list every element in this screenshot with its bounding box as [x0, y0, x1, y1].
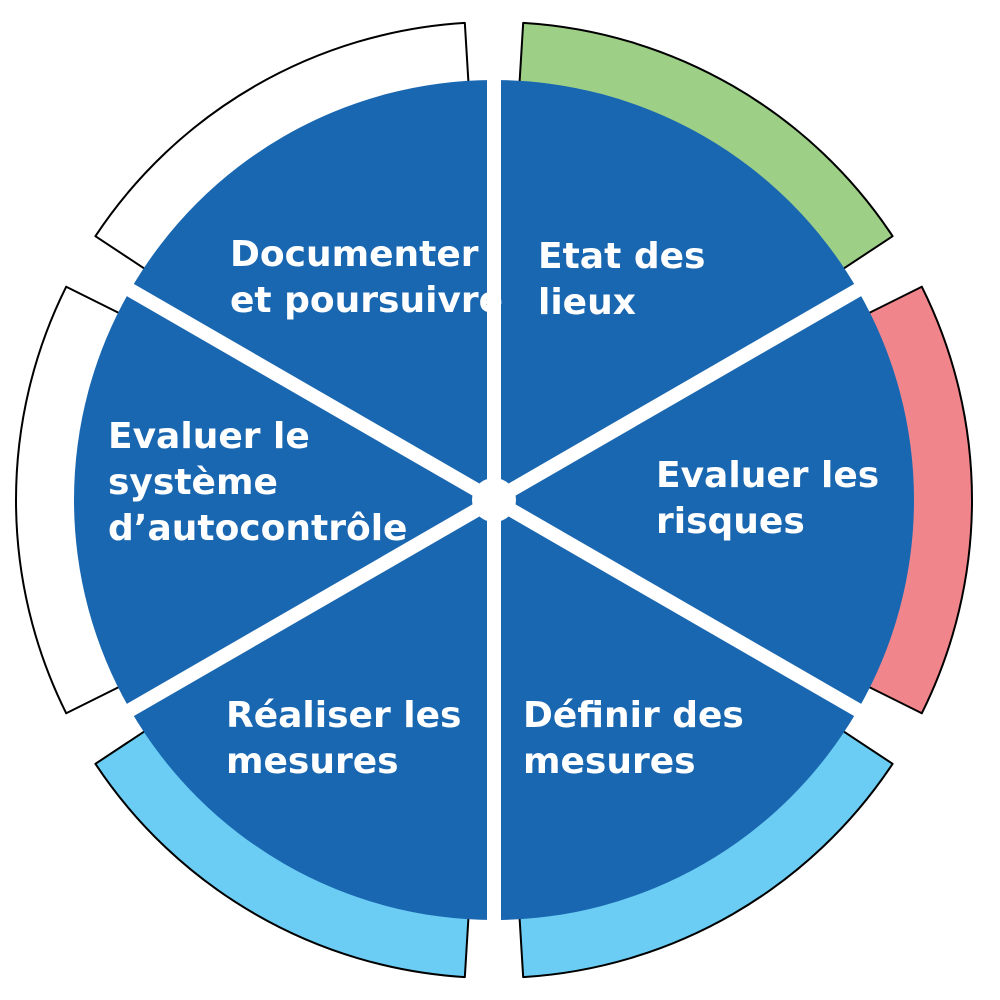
label-evaluer-systeme: Evaluer le système d’autocontrôle [108, 416, 407, 549]
sector-definir [494, 500, 858, 920]
sector-risques [494, 290, 914, 710]
separator-4 [50, 493, 498, 761]
sector-realiser [130, 500, 494, 920]
sector-evaluer-systeme [74, 290, 494, 710]
separator-2 [490, 493, 938, 761]
label-etat: Etat des lieux [538, 236, 718, 323]
label-risques: Evaluer les risques [656, 455, 892, 542]
label-documenter: Documenter et poursuivre [230, 234, 503, 321]
sector-documenter [130, 80, 494, 500]
separator-5 [50, 239, 498, 507]
segment-labels: Etat des lieux Evaluer les risques Défin… [108, 234, 892, 782]
separator-1 [490, 239, 938, 507]
label-definir: Définir des mesures [523, 695, 756, 782]
label-realiser: Réaliser les mesures [226, 695, 474, 782]
sector-etat [494, 80, 858, 500]
center-hub [472, 478, 516, 522]
inner-sectors [50, 0, 938, 1000]
